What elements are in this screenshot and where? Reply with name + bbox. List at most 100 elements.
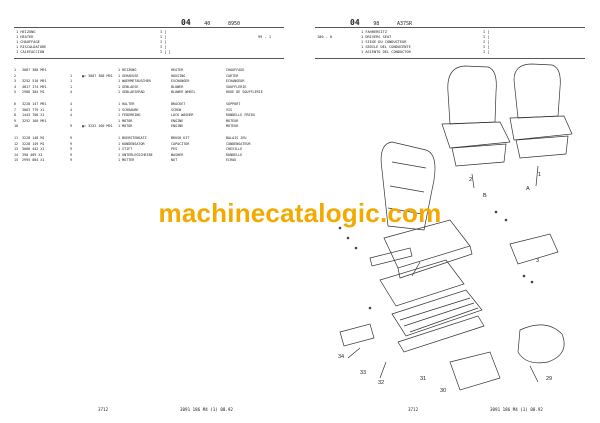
seat-base-top [451, 143, 507, 167]
part-name-de: 1 HEIZUNG [118, 68, 137, 72]
page-reference: 100 - 0 [317, 35, 333, 39]
part-quantity: 9 [70, 158, 73, 163]
part-name-de: 1 MOTOR [118, 118, 133, 123]
part-name-en: BLOWER WHEEL [171, 90, 196, 95]
part-name-fr: MOTEUR [226, 124, 239, 129]
seat-back-right [513, 63, 561, 119]
part-name-de: 1 GEBLAESE [118, 84, 139, 89]
part-position: 14 [14, 152, 19, 157]
fastener-dot [338, 226, 342, 230]
name-line: I [ [483, 45, 490, 49]
part-quantity: 9 [70, 124, 73, 129]
part-name-de: 1 MOTOR [118, 124, 133, 129]
part-position: 12 [14, 141, 19, 146]
part-number: 3252 510 M91 [22, 79, 47, 84]
name-line: 1 SEDILE DEL CONDUCENTE [361, 45, 411, 49]
part-position: 13 [14, 147, 19, 152]
part-name-fr: RONDELLE [226, 152, 243, 157]
part-number: 3228 148 M1 [22, 136, 45, 140]
console-cover [449, 351, 501, 391]
name-line: I [ [160, 45, 167, 49]
name-line: I [ [160, 40, 167, 44]
name-line: 1 ASIENTO DEL CONDUCTOR [361, 50, 411, 54]
seat-cushion-right [509, 115, 573, 141]
suspension-frame [391, 289, 483, 337]
name-line: I [ [483, 40, 490, 44]
name-line: 1 CALEFACCION [16, 50, 45, 54]
part-name-en: SCREW [171, 107, 182, 112]
part-quantity: 9 [70, 141, 73, 146]
part-number: 3252 160 M91 [22, 118, 47, 123]
part-position: 5 [14, 90, 17, 95]
part-position: 4 [14, 84, 17, 89]
left-footer-code: 3712 [98, 407, 109, 412]
callout-label: 34 [338, 354, 344, 360]
part-name-fr: CHAUFFAGE [226, 68, 245, 72]
watermark: machinecatalogic.com [158, 198, 442, 228]
slide-rails [397, 315, 485, 353]
part-name-de: 1 UNTERLEGSCHEIBE [118, 152, 153, 157]
section-number: 40 [204, 21, 211, 27]
callout-label: 32 [378, 380, 384, 386]
part-position: 7 [14, 107, 17, 112]
name-line: 1 FAHRERSITZ [361, 30, 387, 34]
part-name-de: 1 GEBLAESERAD [118, 90, 145, 95]
part-name-de: 1 GEHAEUSE [118, 73, 139, 78]
name-line: 1 SIEGE DU CONDUCTEUR [361, 40, 407, 44]
lumbar-cushion [517, 324, 565, 364]
part-reference: ▣= 3087 388 M91 [82, 73, 113, 78]
part-name-fr: SOUFFLERIE [226, 84, 247, 89]
part-number: 1443 708 X1 [22, 113, 45, 118]
callout-label: 33 [360, 370, 366, 376]
part-number: 4817 174 M91 [22, 84, 47, 89]
backrest-ribs [387, 161, 427, 215]
part-position: 6 [14, 102, 17, 106]
armrest [369, 247, 413, 267]
part-number: 3066 442 X1 [22, 147, 45, 152]
part-number: 2995 004 X1 [22, 158, 45, 163]
name-line: I [ [160, 30, 167, 34]
part-position: 2 [14, 73, 17, 78]
callout-label: 31 [420, 376, 426, 382]
fastener-dot [354, 246, 358, 250]
callout-label: 3 [536, 258, 539, 264]
part-name-en: EXCHANGER [171, 79, 190, 84]
backrest [380, 141, 436, 231]
right-footer-code: 3712 [408, 407, 419, 412]
seat-cushion-side [397, 245, 473, 279]
part-name-de: 1 HALTER [118, 102, 135, 106]
assembly-name-marks: I [I [I [I [I [ [483, 30, 490, 55]
adjuster-plate [339, 323, 375, 347]
callout-label: 2 [469, 177, 472, 183]
part-name-fr: MOTEUR [226, 118, 239, 123]
right-footer-publication: 3091 186 M4 (1) 08.92 [490, 407, 543, 412]
name-line: 1 HEATER [16, 35, 34, 39]
name-line: 1 DRIVERS SEAT [361, 35, 392, 39]
part-name-en: ENGINE [171, 124, 184, 129]
part-name-de: 1 STIFT [118, 147, 133, 152]
callout-label: A [526, 186, 530, 192]
callout-label: 29 [546, 376, 552, 382]
name-line: 1 CHAUFFAGE [16, 40, 40, 44]
seat-exploded-diagram: 2 B 1 A 3 29 34 33 32 31 30 [338, 63, 573, 394]
part-name-de: 1 SCHRAUBE [118, 107, 139, 112]
name-line: I [ [483, 50, 490, 54]
part-name-en: LOCK WASHER [171, 113, 194, 118]
part-name-fr: CONDENSATEUR [226, 141, 251, 146]
part-number: 3087 388 M91 [22, 68, 47, 72]
assembly-name-marks: I [I [I [I [I [ [ [160, 30, 171, 55]
seat-cushion-top [441, 121, 511, 149]
part-position: 11 [14, 136, 19, 140]
group-number: 04 [350, 18, 360, 27]
part-name-en: WASHER [171, 152, 184, 157]
part-number: 3228 147 M91 [22, 102, 47, 106]
part-quantity: 4 [70, 90, 73, 95]
part-name-de: 1 KONDENSATOR [118, 141, 145, 146]
seat-back-top [447, 65, 497, 125]
callout-label: B [483, 193, 487, 199]
part-name-en: NUT [171, 158, 178, 163]
fastener-dot [368, 306, 372, 310]
part-name-fr: VIS [226, 107, 233, 112]
